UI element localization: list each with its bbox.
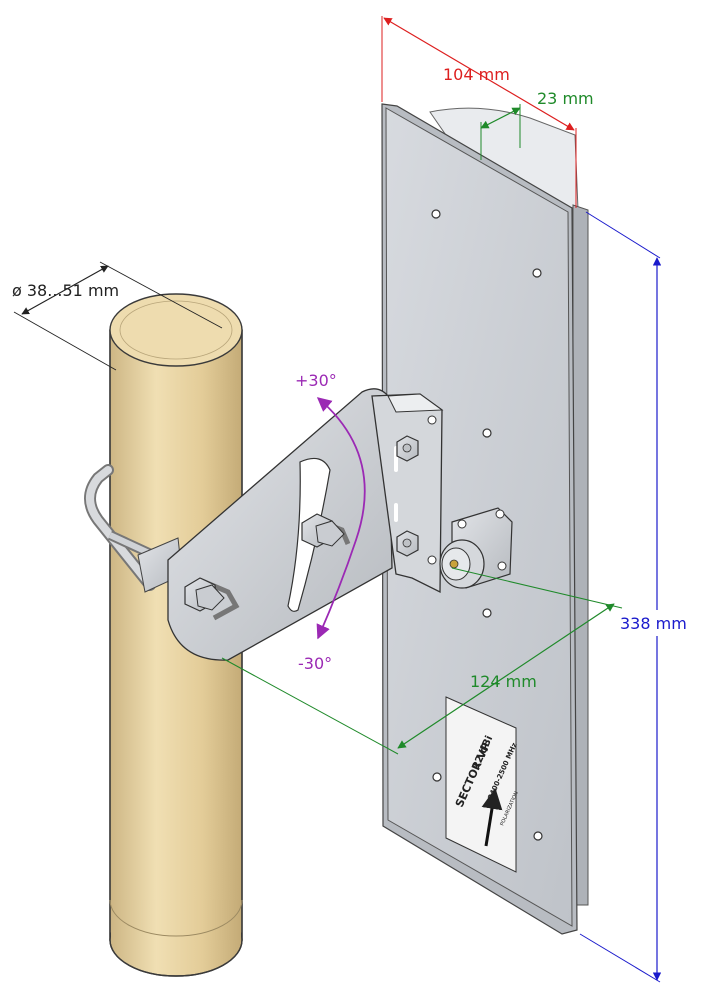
dimension-offset: 124 mm	[221, 567, 623, 755]
tilt-down-label: -30°	[298, 654, 332, 673]
dimension-depth: 23 mm	[480, 89, 594, 160]
pole-diameter-label: ø 38...51 mm	[12, 281, 119, 300]
tilt-indicator: +30° -30°	[295, 371, 366, 673]
dimension-pole-diameter: ø 38...51 mm	[12, 261, 223, 371]
tilt-up-label: +30°	[295, 371, 337, 390]
bolt-panel-lower	[396, 530, 419, 557]
offset-label: 124 mm	[470, 672, 537, 691]
bolt-lower-left	[184, 577, 240, 621]
bolt-panel-upper	[396, 435, 419, 462]
depth-label: 23 mm	[537, 89, 594, 108]
dimension-height: 338 mm	[579, 211, 694, 983]
dimension-width: 104 mm	[381, 16, 577, 208]
n-connector	[439, 507, 513, 589]
width-label: 104 mm	[443, 65, 510, 84]
height-label: 338 mm	[620, 614, 687, 633]
polarization-arrow-icon	[481, 787, 503, 847]
